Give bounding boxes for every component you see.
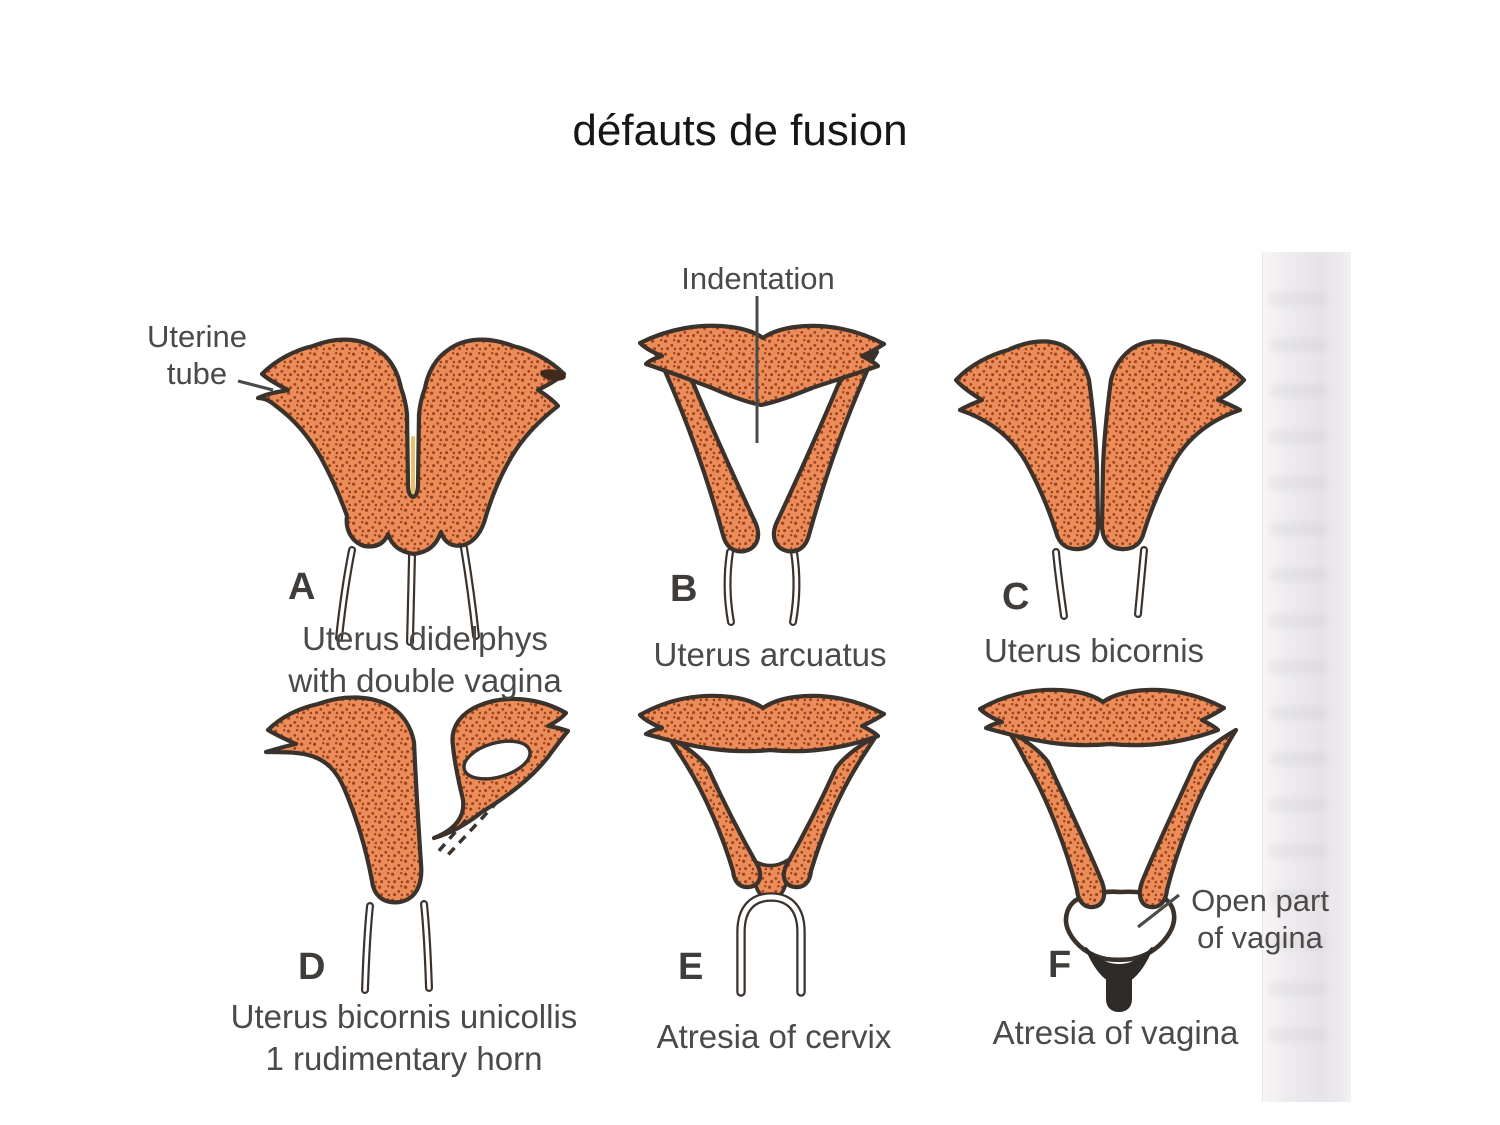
single-vagina-rails-d [361,900,433,994]
panel-a-uterus-didelphys [255,337,567,646]
uterine-tube-label: Uterine tube [138,318,256,392]
uterine-tube-label-line1: Uterine [147,319,247,354]
panel-b-uterus-arcuatus [637,296,887,626]
uterus-d-main-horn [263,695,424,905]
cervical-rails-c [1052,546,1148,620]
caption-panel-b: Uterus arcuatus [630,634,910,676]
panel-c-uterus-bicornis [953,339,1247,620]
book-page-edge [1262,252,1351,1102]
panel-letter-f: F [1048,944,1072,986]
cervix-nub-e [752,858,791,901]
caption-f-line1: Atresia of vagina [992,1014,1239,1051]
slide-title: défauts de fusion [572,106,908,155]
uterus-b-right-limb [771,349,880,554]
indentation-label: Indentation [681,261,835,296]
panel-f-atresia-vagina [977,687,1239,1012]
closed-vagina-tube-e [736,892,806,997]
caption-a-line2: with double vagina [288,662,562,699]
uterus-c-right-horn [1099,339,1247,552]
panel-letter-e: E [678,946,704,988]
cervical-rails-b [723,548,801,626]
uterus-b-fundus [637,323,887,408]
caption-panel-f: Atresia of vagina [973,1012,1258,1054]
caption-c-line1: Uterus bicornis [983,632,1205,669]
panel-letter-d: D [298,946,326,988]
uterus-e-right-limb [781,733,879,890]
caption-panel-e: Atresia of cervix [634,1016,914,1058]
uterus-a-tube-tip-dark [540,369,566,381]
caption-d-line1: Uterus bicornis unicollis [230,998,578,1035]
open-part-label-line2: of vagina [1197,920,1323,955]
uterine-tube-leader-line [237,379,274,392]
uterine-tube-label-line2: tube [166,356,228,391]
panel-e-atresia-cervix [637,693,887,997]
atretic-vagina-black-stem [1085,947,1153,1012]
uterus-e-left-limb [665,733,763,890]
rudimentary-horn-dashed-connection [435,799,500,859]
uterus-f-fundus [977,687,1227,748]
uterus-e-fundus [637,693,887,754]
uterus-c-left-horn [953,339,1101,552]
caption-e-line1: Atresia of cervix [656,1018,892,1055]
uterus-f-left-limb [1005,727,1107,910]
uterus-b-left-limb [652,349,761,554]
caption-panel-a: Uterus didelphys with double vagina [245,618,605,702]
caption-panel-c: Uterus bicornis [954,630,1234,672]
double-vagina-rails [335,544,480,646]
open-part-label: Open part of vagina [1184,882,1336,956]
caption-panel-d: Uterus bicornis unicollis 1 rudimentary … [214,996,594,1080]
caption-a-line1: Uterus didelphys [302,620,548,657]
caption-b-line1: Uterus arcuatus [653,636,887,673]
open-part-leader-line [1137,893,1180,929]
uterus-a-body [255,337,567,557]
page-showthrough-texture [1269,292,1327,1052]
panel-letter-a: A [288,566,316,608]
caption-d-line2: 1 rudimentary horn [265,1040,543,1077]
open-part-label-line1: Open part [1191,883,1329,918]
panel-letter-b: B [670,568,698,610]
panel-letter-c: C [1002,576,1030,618]
rudimentary-horn-cavity [462,739,532,781]
uterus-f-right-limb [1137,727,1239,910]
panel-d-bicornis-unicollis [263,695,571,994]
